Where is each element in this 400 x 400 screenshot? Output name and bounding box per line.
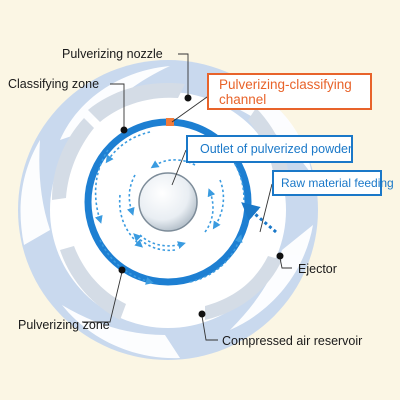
ejector-label: Ejector <box>298 262 337 276</box>
raw-material-feed-path <box>241 202 277 234</box>
pulverizing-zone-label: Pulverizing zone <box>18 318 110 332</box>
flow-arrows <box>94 131 245 285</box>
classifying-zone-label: Classifying zone <box>8 77 100 91</box>
nozzle-marker <box>166 118 174 126</box>
leader-dots <box>118 94 284 318</box>
outlet-sphere <box>138 172 198 232</box>
pulverizing-classifying-channel-callout: Pulverizing-classifying channel <box>207 73 372 110</box>
pulverizing-nozzle-label: Pulverizing nozzle <box>62 47 163 61</box>
raw-material-feeding-callout: Raw material feeding <box>272 170 394 196</box>
outlet-callout: Outlet of pulverized powder <box>186 135 353 163</box>
compressed-air-reservoir-label: Compressed air reservoir <box>222 334 363 348</box>
